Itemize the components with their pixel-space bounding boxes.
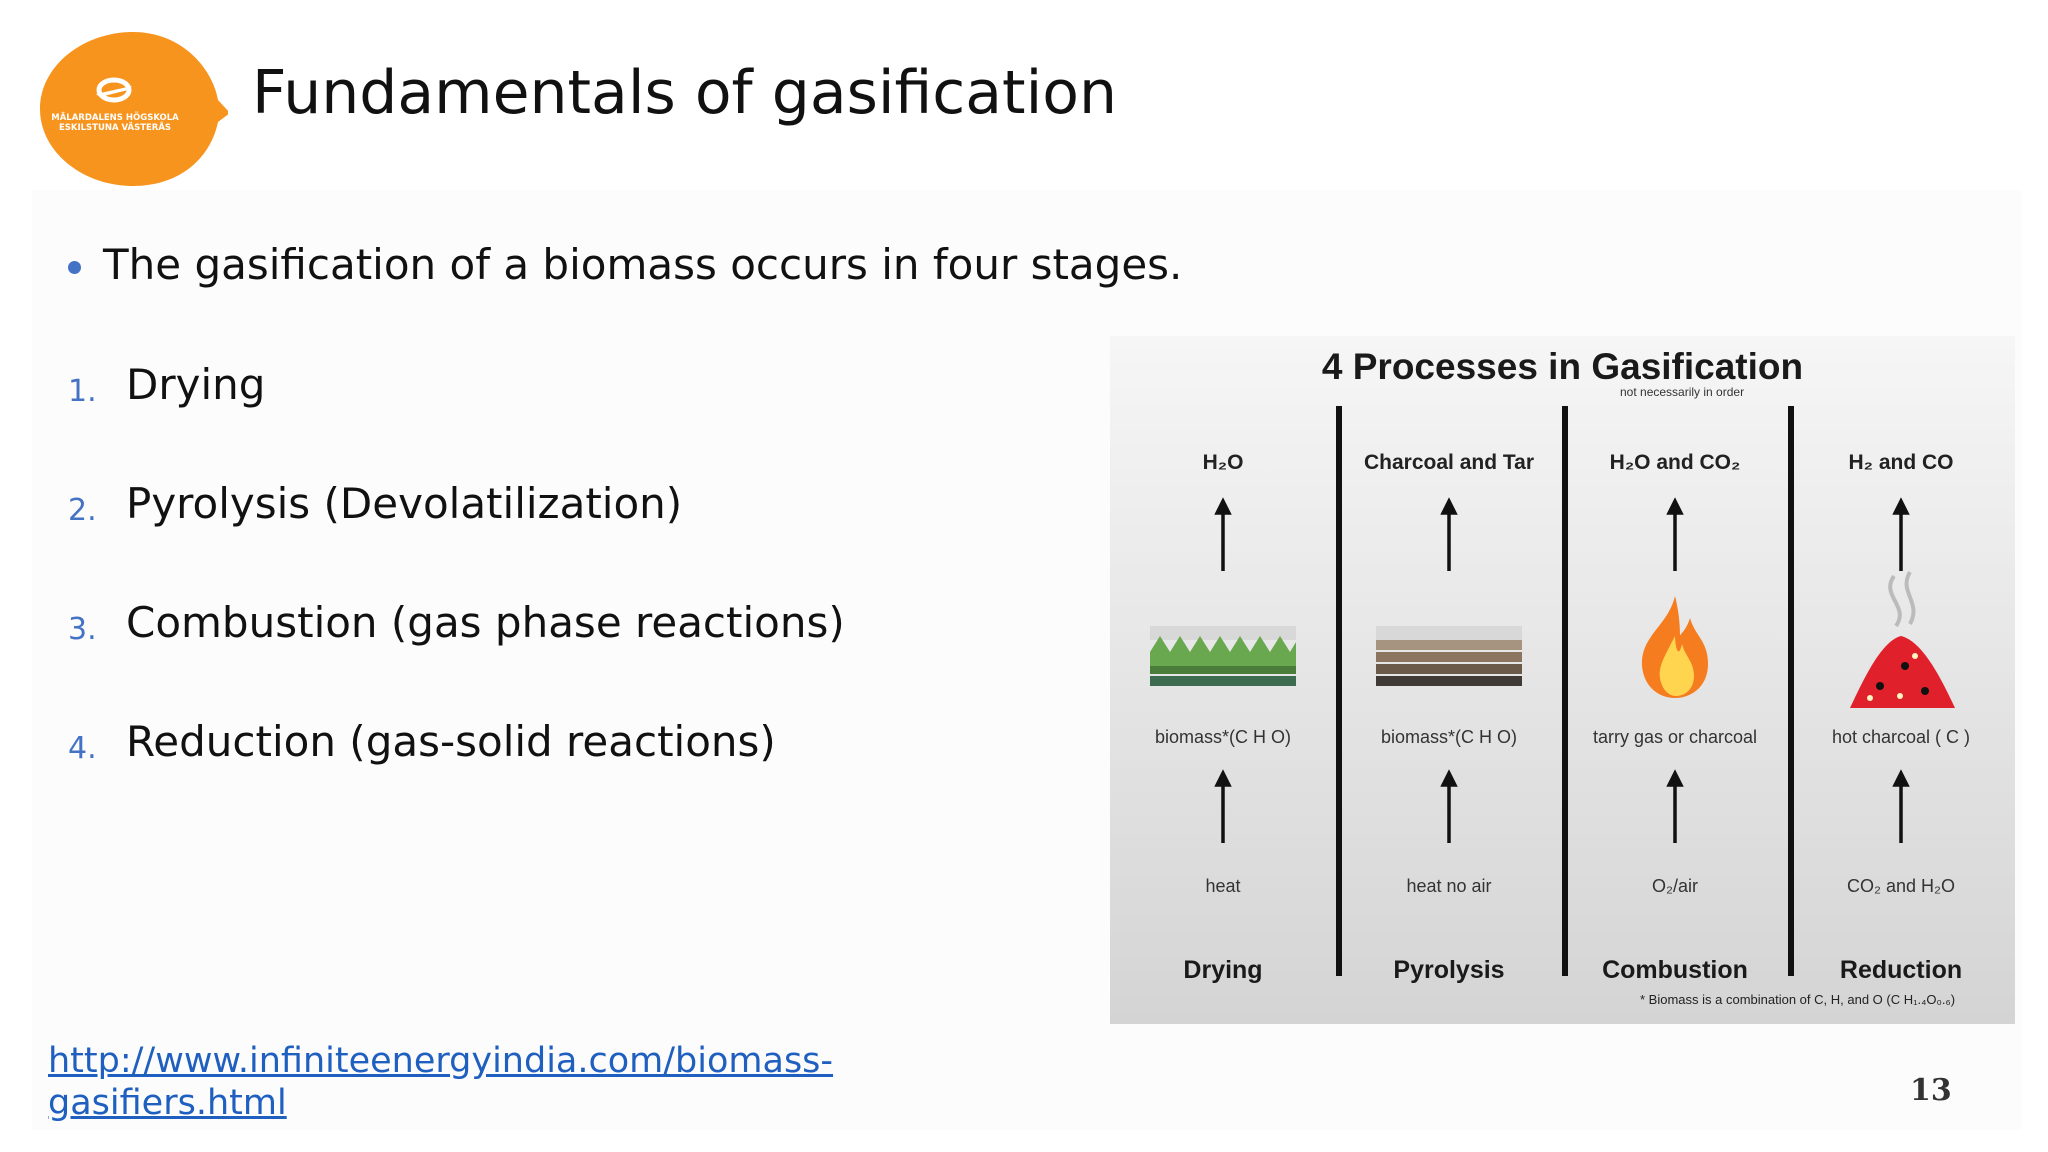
step-number: 2. <box>68 493 97 528</box>
column-output: H₂O and CO₂ <box>1609 451 1741 474</box>
stages-list: 1. Drying 2. Pyrolysis (Devolatilization… <box>68 360 845 836</box>
intro-bullet: The gasification of a biomass occurs in … <box>68 240 1182 289</box>
bullet-icon <box>68 261 81 274</box>
step-label: Combustion (gas phase reactions) <box>126 598 845 647</box>
column-input: heat no air <box>1406 876 1492 896</box>
column-name: Combustion <box>1602 956 1748 984</box>
column-input: O₂/air <box>1652 876 1698 896</box>
reduction-column: H₂ and CO hot charcoal ( C ) CO₂ and H₂O… <box>1788 336 2014 1024</box>
hot-charcoal-icon <box>1850 570 1955 708</box>
logo-icon: MÄLARDALENS HÖGSKOLA ESKILSTUNA VÄSTERÅS <box>40 32 228 186</box>
drying-column: H₂O biomass*(C H O) heat Drying <box>1110 336 1336 1024</box>
column-output: H₂O <box>1202 451 1244 474</box>
column-material: tarry gas or charcoal <box>1592 727 1758 747</box>
bullet-text: The gasification of a biomass occurs in … <box>103 240 1183 289</box>
column-material: hot charcoal ( C ) <box>1831 727 1971 747</box>
column-input: CO₂ and H₂O <box>1846 876 1955 896</box>
column-input: heat <box>1205 876 1241 896</box>
list-item: 4. Reduction (gas-solid reactions) <box>68 717 845 836</box>
column-material: biomass*(C H O) <box>1154 727 1292 747</box>
slide-title: Fundamentals of gasification <box>252 58 1117 128</box>
logo-line-1: MÄLARDALENS HÖGSKOLA <box>51 112 179 123</box>
figure-subtitle: not necessarily in order <box>1620 385 1745 399</box>
column-material: biomass*(C H O) <box>1380 727 1518 747</box>
page-number: 13 <box>1910 1073 1952 1108</box>
flame-icon <box>1641 596 1708 698</box>
column-name: Pyrolysis <box>1393 956 1505 984</box>
list-item: 1. Drying <box>68 360 845 479</box>
step-label: Drying <box>126 360 266 409</box>
list-item: 3. Combustion (gas phase reactions) <box>68 598 845 717</box>
gasification-processes-figure: 4 Processes in Gasification not necessar… <box>1110 336 2015 1024</box>
figure-footnote: * Biomass is a combination of C, H, and … <box>1640 992 1956 1007</box>
pyrolysis-column: Charcoal and Tar biomass*(C H O) heat no… <box>1336 336 1562 1024</box>
column-output: Charcoal and Tar <box>1364 451 1534 474</box>
column-output: H₂ and CO <box>1848 451 1954 474</box>
figure-title: 4 Processes in Gasification <box>1321 346 1804 387</box>
university-logo: MÄLARDALENS HÖGSKOLA ESKILSTUNA VÄSTERÅS <box>38 30 228 188</box>
column-name: Drying <box>1183 956 1263 984</box>
step-number: 4. <box>68 731 97 766</box>
step-label: Reduction (gas-solid reactions) <box>126 717 776 766</box>
list-item: 2. Pyrolysis (Devolatilization) <box>68 479 845 598</box>
figure-graphics <box>1150 406 1955 976</box>
brown-biomass-icon <box>1376 626 1522 686</box>
green-biomass-icon <box>1150 626 1296 686</box>
step-label: Pyrolysis (Devolatilization) <box>126 479 683 528</box>
logo-line-2: ESKILSTUNA VÄSTERÅS <box>59 122 171 133</box>
combustion-column: H₂O and CO₂ tarry gas or charcoal O₂/air… <box>1562 336 1788 1024</box>
column-name: Reduction <box>1839 956 1963 984</box>
source-link[interactable]: http://www.infiniteenergyindia.com/bioma… <box>48 1041 834 1123</box>
step-number: 1. <box>68 374 97 409</box>
step-number: 3. <box>68 612 97 647</box>
